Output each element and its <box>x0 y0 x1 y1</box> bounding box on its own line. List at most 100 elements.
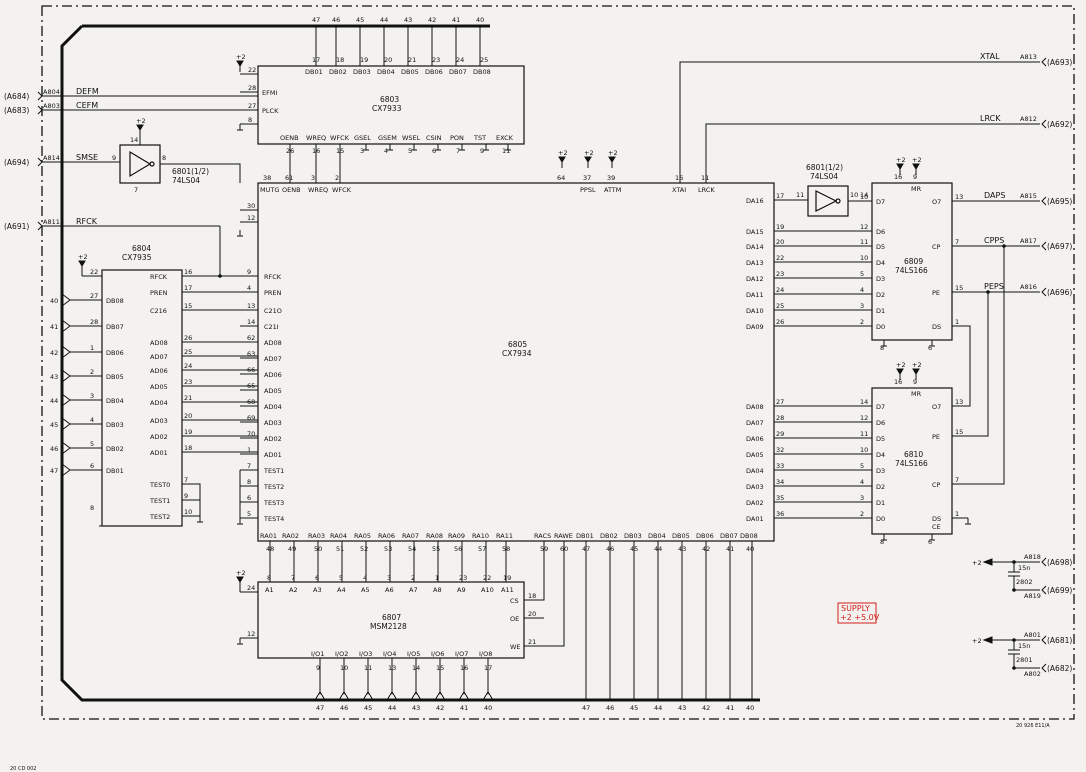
pin-number: 9 <box>184 492 188 500</box>
pin-name: DA15 <box>746 228 764 236</box>
pin-number: 17 <box>184 284 192 292</box>
bus-tap-icon <box>314 691 326 701</box>
pin-number: 25 <box>184 348 192 356</box>
pin-name: RFCK <box>150 273 168 281</box>
pin-number: 64 <box>557 174 565 182</box>
connector-arrow-icon <box>1041 585 1047 595</box>
pin-name: RA03 <box>308 532 325 540</box>
pin-number: 3 <box>311 174 315 182</box>
inverter-6801b <box>807 185 849 217</box>
pin-name: DA08 <box>746 403 764 411</box>
connector-label: (A691) <box>4 222 29 231</box>
pin-number: 12 <box>247 630 255 638</box>
bus-tap-icon <box>61 463 71 477</box>
pin-number: 27 <box>776 398 784 406</box>
supply-label: +2 <box>236 569 246 577</box>
pin-number: 2 <box>90 368 94 376</box>
pin-name: D7 <box>876 403 885 411</box>
bus-line-number: 43 <box>50 373 58 381</box>
pin-name: RAWE <box>554 532 573 540</box>
pin-number: 6 <box>90 462 94 470</box>
connector-arrow-icon <box>1041 57 1047 67</box>
pin-number: 10 <box>860 254 868 262</box>
pin-name: DB04 <box>377 68 395 76</box>
pin-number: 8 <box>880 344 884 352</box>
supply-label: +2 <box>912 361 922 369</box>
pin-name: PE <box>932 433 940 441</box>
bus-tap-icon <box>482 691 494 701</box>
pin-number: 20 <box>528 610 536 618</box>
pin-number: 9 <box>247 268 251 276</box>
junction-dot <box>1012 666 1016 670</box>
bus-line-number: 43 <box>404 16 412 24</box>
pin-name: AD05 <box>264 387 282 395</box>
pin-number: 23 <box>432 56 440 64</box>
pin-number: 2 <box>860 318 864 326</box>
pin-number: 55 <box>432 545 440 553</box>
pin-number: 9 <box>316 664 320 672</box>
pin-number: 1 <box>247 446 251 454</box>
pin-name: A6 <box>385 586 394 594</box>
pin-name: RA09 <box>448 532 465 540</box>
pin-name: DA12 <box>746 275 764 283</box>
bus-line-number: 44 <box>50 397 58 405</box>
pin-name: MR <box>911 185 922 193</box>
connector-ref: A804 <box>43 88 60 96</box>
pin-number: 14 <box>130 136 138 144</box>
connector-arrow-icon <box>1041 635 1047 645</box>
pin-number: 1 <box>435 574 439 582</box>
bus-line-number: 44 <box>380 16 388 24</box>
bus-line-number: 46 <box>606 704 614 712</box>
pin-name: I/O7 <box>455 650 468 658</box>
supply-arrow <box>608 156 616 163</box>
pin-number: 16 <box>184 268 192 276</box>
pin-number: 22 <box>90 268 98 276</box>
pin-name: D3 <box>876 467 885 475</box>
bus-line-number: 42 <box>428 16 436 24</box>
pin-name: A5 <box>361 586 370 594</box>
pin-name: PE <box>932 289 940 297</box>
pin-number: 20 <box>384 56 392 64</box>
supply-label: +2 <box>972 559 982 567</box>
pin-name: DB03 <box>353 68 371 76</box>
connector-label: (A693) <box>1047 58 1072 67</box>
connector-arrow-icon <box>1041 196 1047 206</box>
pin-name: DB02 <box>600 532 618 540</box>
pin-name: AD08 <box>150 339 168 347</box>
sheet-frame <box>41 5 1075 720</box>
pin-number: 2 <box>335 174 339 182</box>
ic-6803-body <box>257 65 525 145</box>
pin-number: 8 <box>267 574 271 582</box>
pin-number: 22 <box>248 66 256 74</box>
pin-number: 68 <box>247 398 255 406</box>
pin-number: 11 <box>796 191 804 199</box>
pin-number: 1 <box>955 318 959 326</box>
pin-number: 6 <box>315 574 319 582</box>
pin-name: DB07 <box>449 68 467 76</box>
ic-6807-ref: 6807 <box>382 613 401 622</box>
supply-label: +2 <box>136 117 146 125</box>
capacitor-ref: 2802 <box>1016 578 1033 586</box>
pin-name: XTAI <box>672 186 686 194</box>
pin-number: 20 <box>184 412 192 420</box>
connector-ref: A819 <box>1024 592 1041 600</box>
pin-number: 16 <box>675 174 683 182</box>
pin-number: 51 <box>336 545 344 553</box>
signal-name: XTAL <box>980 52 1000 61</box>
pin-name: RA08 <box>426 532 443 540</box>
pin-name: DB08 <box>740 532 758 540</box>
corner-note: 20 CD 002 <box>10 766 36 772</box>
pin-name: D5 <box>876 435 885 443</box>
pin-name: OENB <box>280 134 299 142</box>
ic-6803-pins: 17DB0118DB0219DB0320DB0421DB0523DB0624DB… <box>236 53 514 183</box>
pin-number: 39 <box>607 174 615 182</box>
pin-number: 4 <box>90 416 94 424</box>
pin-number: 24 <box>184 362 192 370</box>
connector-label: (A696) <box>1047 288 1072 297</box>
supply-arrow <box>912 163 920 170</box>
pin-number: 34 <box>776 478 784 486</box>
pin-name: DB01 <box>576 532 594 540</box>
supply-note: SUPPLY +2 +5.0V <box>837 602 880 624</box>
pin-name: MR <box>911 390 922 398</box>
pin-name: DB01 <box>106 467 124 475</box>
